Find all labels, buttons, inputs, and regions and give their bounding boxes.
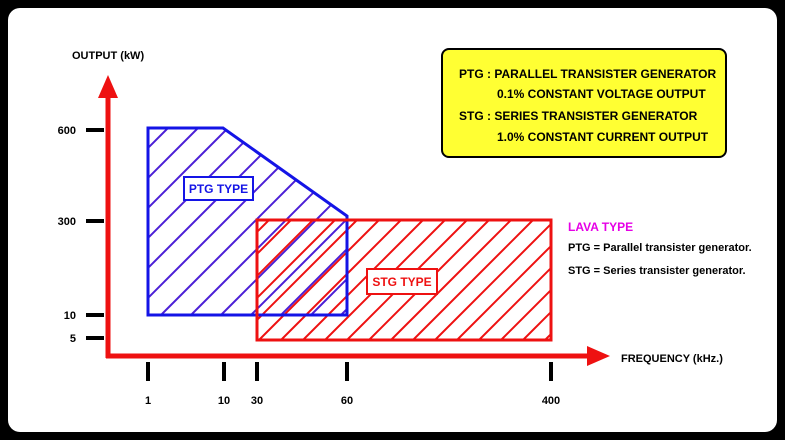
- hatch-line: [148, 128, 229, 315]
- hatch-line: [500, 288, 551, 340]
- legend-stg-line: STG : SERIES TRANSISTER GENERATOR: [459, 109, 698, 123]
- legend-ptg-detail: 0.1% CONSTANT VOLTAGE OUTPUT: [497, 87, 706, 101]
- ptg-type-label: PTG TYPE: [183, 176, 254, 201]
- hatch-line: [456, 244, 551, 340]
- hatch-line: [544, 332, 551, 340]
- hatch-line: [478, 266, 551, 340]
- hatch-line: [434, 222, 551, 340]
- hatch-line: [280, 220, 402, 340]
- hatch-line: [412, 220, 534, 340]
- hatch-line: [148, 128, 289, 315]
- hatch-line: [257, 220, 358, 322]
- legend-stg-detail: 1.0% CONSTANT CURRENT OUTPUT: [497, 130, 709, 144]
- hatch-line: [257, 220, 292, 256]
- hatch-line: [390, 220, 512, 340]
- x-tick-label: 10: [218, 395, 230, 407]
- y-axis-label: OUTPUT (kW): [72, 50, 144, 62]
- y-tick-label: 10: [64, 310, 76, 322]
- y-tick-label: 300: [58, 216, 76, 228]
- x-tick-label: 1: [145, 395, 151, 407]
- stg-type-label: STG TYPE: [366, 268, 438, 295]
- x-tick-label: 30: [251, 395, 263, 407]
- hatch-line: [127, 220, 247, 340]
- stg-definition: STG = Series transister generator.: [568, 265, 746, 277]
- y-axis-arrow: [98, 75, 118, 98]
- ptg-region-outline: [146, 126, 349, 317]
- lava-type-title: LAVA TYPE: [568, 220, 634, 234]
- hatch-line: [148, 128, 169, 315]
- hatch-line: [257, 220, 336, 300]
- hatch-line: [522, 310, 551, 340]
- hatch-line: [280, 128, 347, 315]
- x-tick-label: 60: [341, 395, 353, 407]
- hatch-line: [258, 220, 380, 340]
- ptg-definition: PTG = Parallel transister generator.: [568, 242, 752, 254]
- hatch-line: [148, 128, 199, 315]
- y-tick-label: 600: [58, 125, 76, 137]
- hatch-line: [257, 220, 314, 278]
- x-tick-label: 400: [542, 395, 560, 407]
- y-tick-label: 5: [70, 333, 76, 345]
- hatch-line: [310, 128, 347, 315]
- x-axis-label: FREQUENCY (kHz.): [621, 353, 723, 365]
- legend-box: PTG : PARALLEL TRANSISTER GENERATOR 0.1%…: [441, 48, 727, 158]
- x-axis-arrow: [587, 346, 610, 366]
- hatch-line: [148, 128, 259, 315]
- hatch-line: [302, 220, 424, 340]
- legend-ptg-line: PTG : PARALLEL TRANSISTER GENERATOR: [459, 67, 717, 81]
- stg-region-outline: [255, 218, 553, 342]
